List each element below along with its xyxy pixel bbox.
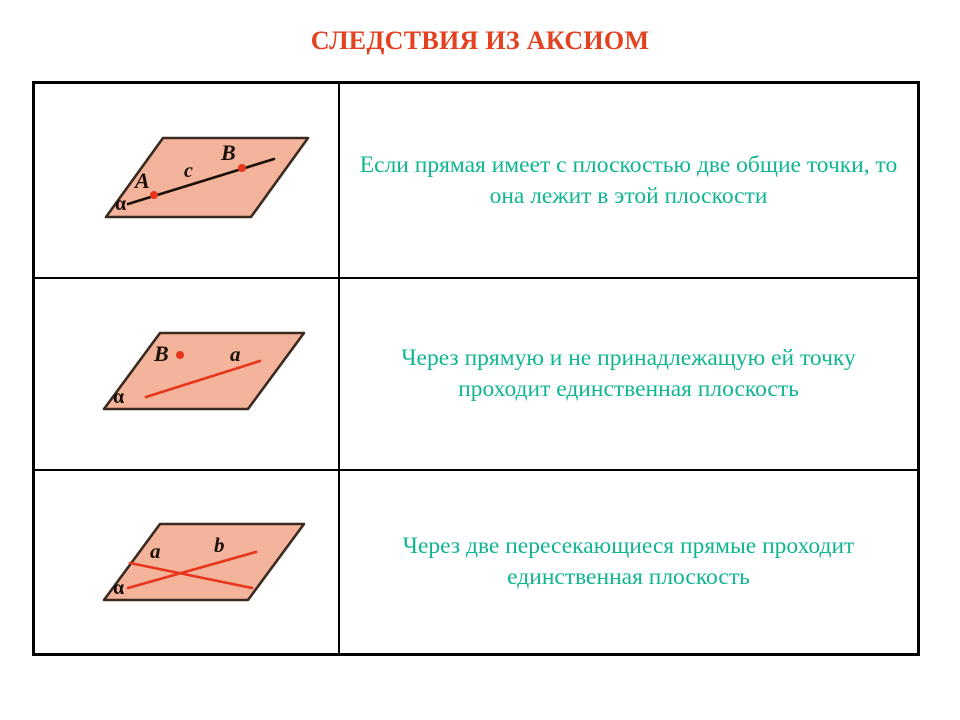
plane-with-line-through-two-points-diagram: A B c α (104, 136, 309, 218)
statement-text: Если прямая имеет с плоскостью две общие… (359, 152, 898, 209)
point-b-dot (237, 163, 246, 172)
line-a-label: a (230, 342, 241, 366)
statement-text: Через две пересекающиеся прямые проходит… (402, 533, 855, 590)
point-a-label: A (133, 168, 150, 193)
plane-with-line-and-external-point-diagram: B a α (102, 331, 305, 411)
table-row: A B c α Если прямая имеет с плоскостью д… (35, 84, 917, 280)
plane-alpha-label: α (115, 193, 126, 215)
statement-cell-row-3: Через две пересекающиеся прямые проходит… (340, 471, 917, 653)
point-b-dot (175, 350, 184, 359)
plane-alpha-label: α (113, 577, 124, 599)
figure-cell-row-1: A B c α (35, 84, 340, 278)
line-b (126, 550, 257, 590)
plane-alpha-label: α (113, 386, 124, 408)
point-b-label: B (153, 341, 169, 366)
statement-cell-row-2: Через прямую и не принадлежащую ей точку… (340, 279, 917, 468)
figure-cell-row-2: B a α (35, 279, 340, 469)
page-title: СЛЕДСТВИЯ ИЗ АКСИОМ (310, 26, 650, 55)
figure-cell-row-3: a b α (35, 470, 340, 653)
plane-with-two-intersecting-lines-diagram: a b α (102, 522, 305, 602)
axioms-table: A B c α Если прямая имеет с плоскостью д… (32, 81, 920, 656)
plane-alpha-shape (102, 522, 305, 602)
plane-alpha-shape (102, 331, 305, 411)
line-a-label: a (150, 539, 161, 563)
table-row: a b α Через две пересекающиеся прямые пр… (35, 470, 917, 653)
statement-cell-row-1: Если прямая имеет с плоскостью две общие… (340, 84, 917, 277)
line-b-label: b (214, 533, 225, 557)
line-c-label: c (184, 160, 193, 182)
line-a (144, 359, 261, 399)
line-a (128, 561, 253, 590)
table-row: B a α Через прямую и не принадлежащую ей… (35, 279, 917, 471)
point-b-label: B (220, 140, 236, 165)
statement-text: Через прямую и не принадлежащую ей точку… (401, 345, 856, 402)
point-a-dot (149, 190, 158, 199)
